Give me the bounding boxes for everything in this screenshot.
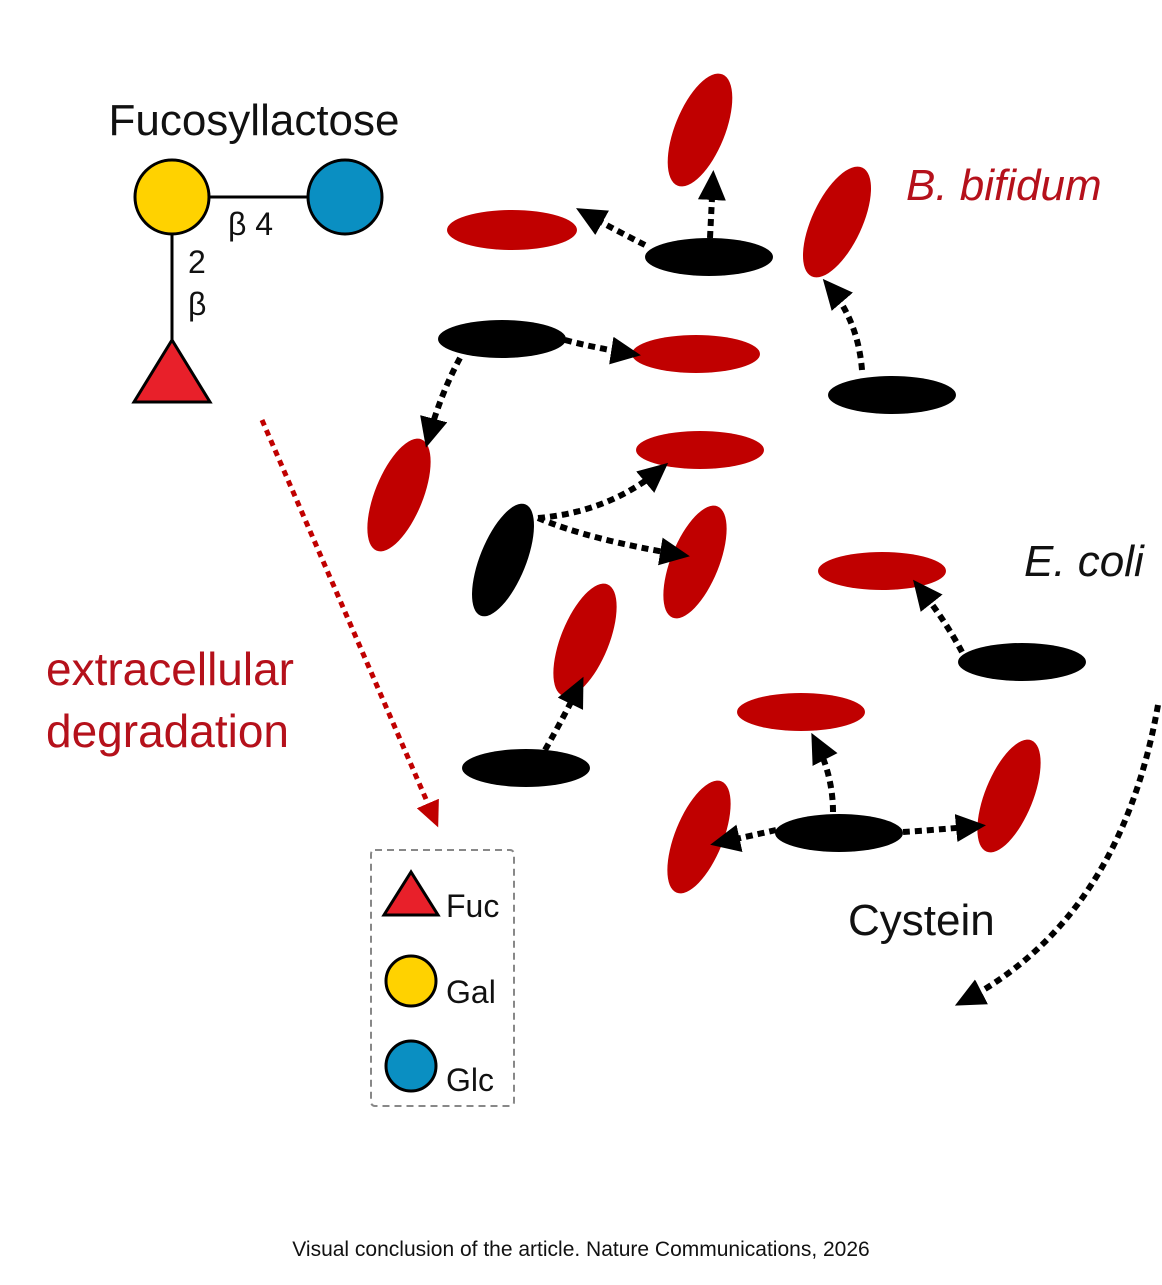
compound-label-cystein: Cystein <box>848 896 995 945</box>
red-cell <box>667 780 731 894</box>
legend-fuc-label: Fuc <box>446 888 499 924</box>
black-cell <box>462 749 590 787</box>
division-arrow <box>536 515 690 566</box>
figure-caption: Visual conclusion of the article. Nature… <box>292 1238 870 1261</box>
legend-fuc-icon <box>381 869 441 917</box>
bond-label-beta4: β 4 <box>228 206 273 242</box>
black-cell <box>828 376 956 414</box>
division-arrow <box>537 462 669 521</box>
legend-box <box>370 849 515 1107</box>
process-label-line2: degradation <box>46 705 289 757</box>
galactose-circle <box>133 158 211 236</box>
degradation-arrow <box>259 419 439 828</box>
fucose-triangle <box>131 337 213 404</box>
division-arrow <box>902 814 986 842</box>
red-cell <box>663 505 727 619</box>
cystein-arrow <box>954 704 1161 1006</box>
red-cell <box>802 166 872 278</box>
molecule-title: Fucosyllactose <box>108 96 399 145</box>
division-arrow <box>420 356 463 448</box>
legend-glc-icon <box>384 1039 438 1093</box>
red-cell <box>447 210 577 250</box>
legend-gal-label: Gal <box>446 974 496 1010</box>
legend-glc-label: Glc <box>446 1062 494 1098</box>
red-cell <box>818 552 946 590</box>
division-arrow <box>710 824 777 852</box>
division-arrow <box>913 579 965 654</box>
organism-label-b-bifidum: B. bifidum <box>906 161 1102 210</box>
red-cell <box>553 583 617 697</box>
division-arrow <box>576 208 647 248</box>
bond-label-beta: β <box>188 286 206 322</box>
black-cell <box>645 238 773 276</box>
process-label-line1: extracellular <box>46 643 294 695</box>
red-cell <box>367 438 431 552</box>
legend-gal-icon <box>384 954 438 1008</box>
glucose-circle <box>306 158 384 236</box>
red-cell <box>737 693 865 731</box>
red-cell <box>632 335 760 373</box>
black-cell <box>472 503 534 617</box>
division-arrow <box>811 732 838 813</box>
division-arrow <box>822 278 865 371</box>
division-arrow <box>564 336 641 365</box>
red-cell <box>636 431 764 469</box>
division-arrow <box>542 676 584 752</box>
division-arrow <box>697 170 726 239</box>
organism-label-e-coli: E. coli <box>1024 537 1145 586</box>
red-cell <box>977 739 1041 853</box>
black-cell <box>438 320 566 358</box>
black-cell <box>958 643 1086 681</box>
bond-label-2: 2 <box>188 244 206 280</box>
black-cell <box>775 814 903 852</box>
red-cell <box>667 73 733 187</box>
